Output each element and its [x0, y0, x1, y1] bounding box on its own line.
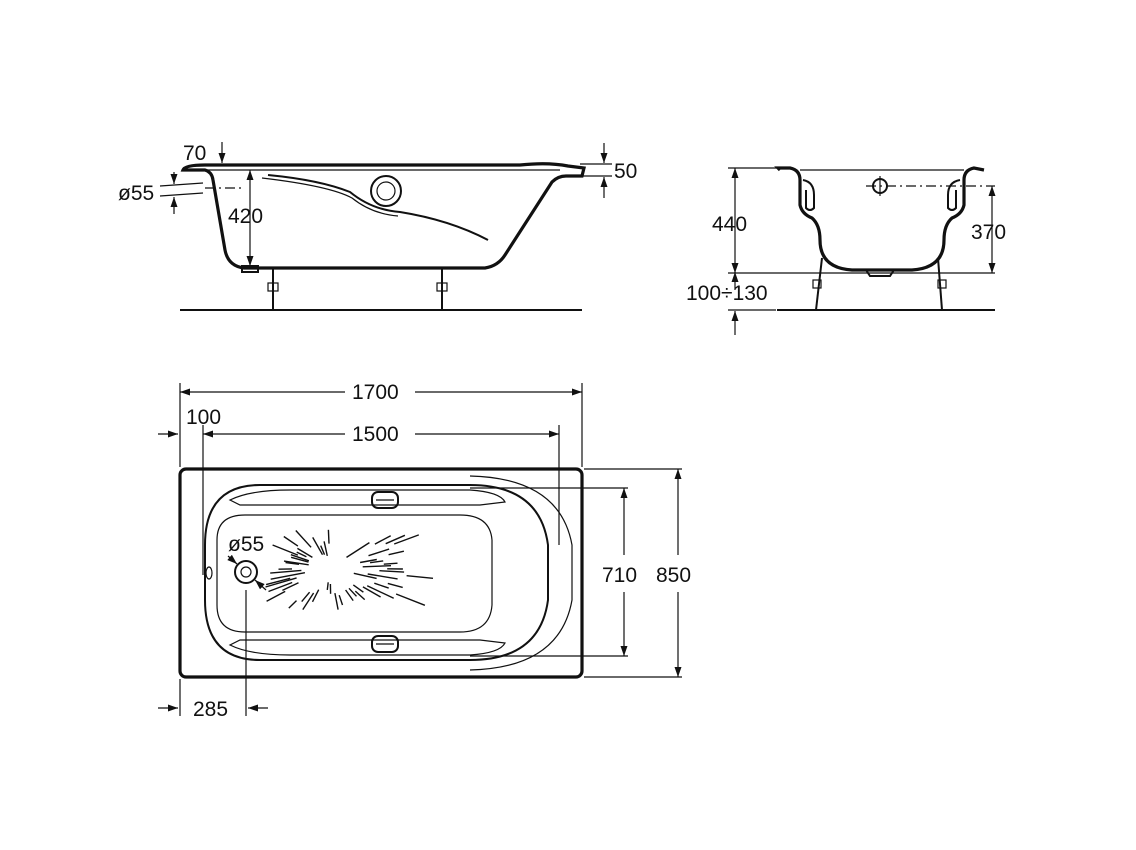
dim-plan-100-label: 100	[186, 406, 221, 429]
side-leg-right	[437, 268, 447, 310]
dim-plan-710-label: 710	[602, 564, 637, 587]
starburst-stroke	[296, 531, 311, 548]
starburst-stroke	[407, 576, 433, 579]
starburst-stroke	[327, 582, 328, 590]
dim-plan-drain-label: ø55	[228, 533, 264, 556]
dim-plan-285-label: 285	[193, 698, 228, 721]
starburst-stroke	[349, 588, 357, 596]
starburst-stroke	[369, 549, 390, 556]
plan-armrest-bottom	[230, 640, 505, 655]
plan-drain-outer	[235, 561, 257, 583]
dim-end-370-label: 370	[971, 221, 1006, 244]
starburst-stroke	[339, 595, 342, 605]
end-view: 440 370 100÷130	[686, 168, 1006, 335]
side-armrest-curve	[268, 175, 488, 240]
starburst-stroke	[368, 574, 398, 579]
starburst-stroke	[396, 594, 425, 605]
starburst-stroke	[354, 573, 377, 578]
dim-plan-1700-label: 1700	[352, 381, 399, 404]
starburst-stroke	[353, 585, 363, 592]
starburst-stroke	[394, 535, 419, 544]
end-handle-left	[803, 180, 814, 210]
starburst-stroke	[289, 601, 297, 609]
plan-view: 1700 1500 100 ø55 285 710 850	[158, 381, 691, 721]
dim-end-440-label: 440	[712, 213, 747, 236]
plan-drain-inner	[241, 567, 251, 577]
dim-side-overflow-label: ø55	[118, 182, 154, 205]
dim-plan-1500-label: 1500	[352, 423, 399, 446]
plan-overflow	[206, 567, 212, 579]
starburst-stroke	[282, 583, 298, 591]
starburst-stroke	[363, 566, 391, 567]
starburst-stroke	[267, 591, 286, 601]
starburst-stroke	[284, 537, 298, 547]
starburst-stroke	[347, 543, 370, 558]
plan-armrest-top	[230, 490, 505, 505]
starburst-stroke	[335, 593, 338, 610]
starburst-stroke	[374, 583, 388, 588]
starburst-stroke	[355, 591, 364, 600]
end-handle-right	[948, 180, 960, 210]
side-handle-outer	[371, 176, 401, 206]
starburst-stroke	[273, 545, 298, 555]
starburst-stroke	[379, 571, 404, 572]
dim-side-50-label: 50	[614, 160, 637, 183]
starburst-stroke	[389, 551, 404, 555]
dim-side-420-label: 420	[228, 205, 263, 228]
dim-side-70-label: 70	[183, 142, 206, 165]
starburst-stroke	[370, 561, 383, 563]
dim-end-leg-label: 100÷130	[686, 282, 768, 305]
starburst-stroke	[270, 570, 301, 573]
starburst-stroke	[328, 530, 329, 544]
end-leg-left	[813, 258, 822, 310]
starburst-stroke	[388, 583, 403, 587]
end-leg-right	[938, 258, 946, 310]
plan-antislip-starburst	[266, 530, 434, 610]
dim-plan-850-label: 850	[656, 564, 691, 587]
side-leg-left	[268, 268, 278, 310]
starburst-stroke	[384, 563, 398, 564]
side-handle-inner	[377, 182, 395, 200]
side-view: 70 ø55 420 50	[118, 142, 637, 310]
side-armrest-inner	[262, 178, 398, 216]
starburst-stroke	[313, 590, 319, 602]
plan-handle-bottom	[372, 636, 398, 652]
